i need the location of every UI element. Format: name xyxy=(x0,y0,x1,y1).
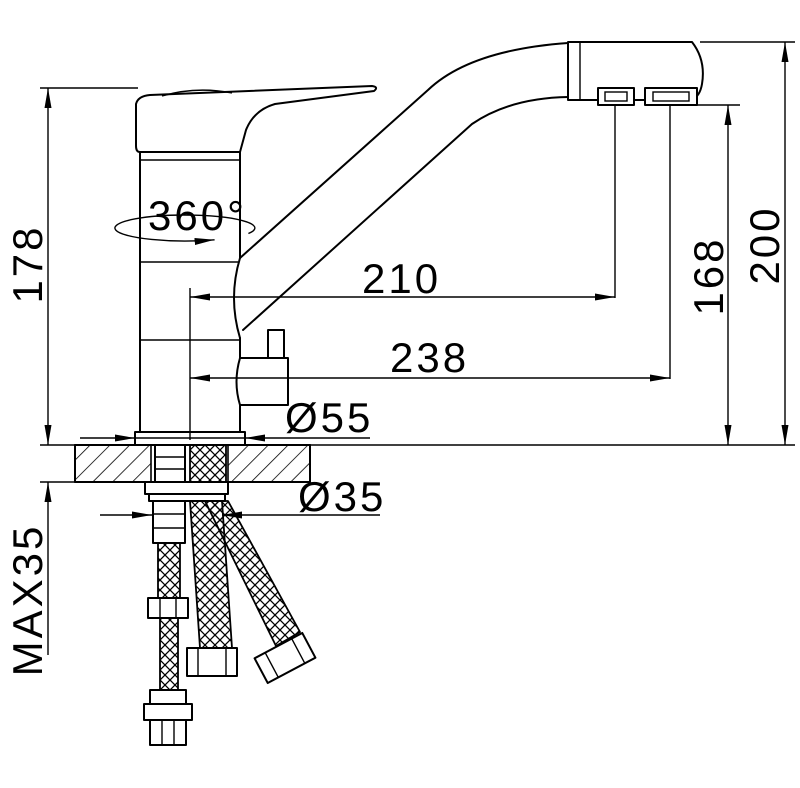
cold-hose-fitting xyxy=(186,647,238,677)
nozzle-right-inner xyxy=(652,91,690,102)
extension-lines xyxy=(40,41,795,483)
faucet-handle xyxy=(135,85,378,153)
body-spout-collar xyxy=(233,257,241,339)
side-lever xyxy=(235,329,289,406)
label-reach-238: 238 xyxy=(390,334,469,381)
label-rotation-360: 360° xyxy=(148,192,247,239)
filter-hose-end-fitting xyxy=(143,703,193,721)
counter-shank-passage xyxy=(154,444,186,483)
label-base-diameter: Ø55 xyxy=(285,394,373,441)
side-lever-stem xyxy=(267,329,285,361)
filter-hose-end-nut xyxy=(149,689,187,705)
filter-hose-nut xyxy=(147,597,189,619)
rotation-arrow xyxy=(114,214,256,246)
threaded-shank xyxy=(152,500,186,544)
spout-upper-edge xyxy=(239,42,569,259)
dimension-lines xyxy=(44,42,789,655)
label-reach-210: 210 xyxy=(362,255,441,302)
handle-detail xyxy=(161,89,233,97)
spout-lower-edge xyxy=(242,96,569,331)
faucet-spout xyxy=(239,41,704,331)
label-height-200: 200 xyxy=(741,205,788,284)
counter-hose-passage xyxy=(189,444,227,483)
countertop-left-hatch xyxy=(74,444,152,483)
countertop xyxy=(74,444,311,483)
hot-hose-fitting xyxy=(253,631,317,685)
mounting-nut xyxy=(144,481,229,495)
nozzle-left-inner xyxy=(604,91,628,102)
mounting-washer xyxy=(148,493,226,502)
nozzle-left xyxy=(597,87,635,106)
filter-hose-upper xyxy=(157,542,181,599)
label-hole-diameter: Ø35 xyxy=(298,473,386,520)
side-lever-housing xyxy=(235,357,289,406)
dimension-labels: 178 360° 210 238 168 200 Ø55 Ø35 MAX35 xyxy=(4,192,788,676)
handle-lever xyxy=(135,85,378,153)
hot-hose-fitting-detail xyxy=(264,652,279,678)
label-height-168: 168 xyxy=(685,236,732,315)
filter-hose-end-cap xyxy=(149,719,187,746)
under-counter-fittings xyxy=(143,481,317,746)
hot-hose-fitting-detail-2 xyxy=(291,638,306,664)
label-height-178: 178 xyxy=(4,224,51,303)
filter-hose-lower xyxy=(159,617,179,691)
label-counter-max: MAX35 xyxy=(4,524,51,677)
